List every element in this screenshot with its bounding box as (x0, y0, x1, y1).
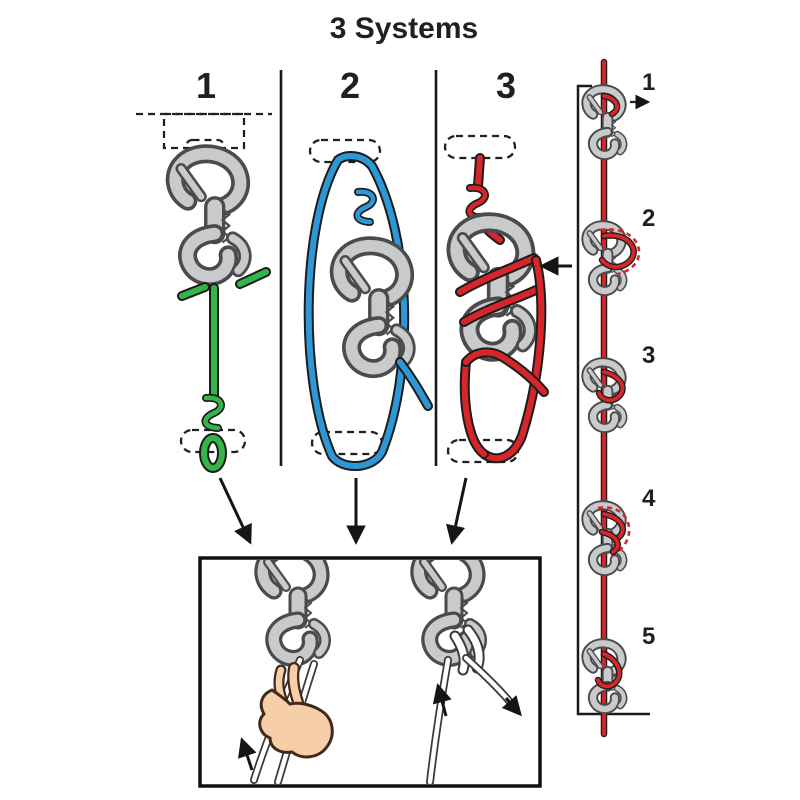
system-2-label: 2 (340, 65, 360, 106)
sequence-step-1: 1 (586, 69, 655, 155)
step-4-label: 4 (642, 485, 656, 512)
ceiling-mount-slot (184, 138, 226, 155)
rope-wrap (457, 255, 537, 295)
rope-core (597, 370, 625, 403)
rope-core (600, 530, 620, 554)
rope-loop (201, 435, 225, 471)
hand (258, 662, 334, 759)
usage-detail-box (198, 556, 542, 788)
step-2-label: 2 (642, 205, 655, 232)
rope-core (602, 94, 619, 116)
sequence-step-3: 3 (586, 342, 655, 428)
system-3-panel (443, 134, 549, 464)
sequence-step-5: 5 (586, 623, 655, 709)
system-3-label: 3 (496, 65, 516, 106)
page-title: 3 Systems (330, 12, 478, 45)
rope-wrap (461, 287, 539, 325)
system-1-rope (177, 267, 271, 473)
rope-core (461, 359, 487, 457)
usage-detail-content (237, 549, 522, 784)
sequence-bracket (576, 84, 650, 716)
stopper-knot (203, 395, 224, 431)
anchor-bar-bottom (179, 428, 247, 454)
detail-scene-release (419, 549, 522, 784)
palm (258, 688, 334, 759)
rope-core (179, 284, 208, 299)
assembly-sequence-panel: 1 2 3 4 (539, 58, 656, 738)
rope-core (596, 652, 622, 689)
rope-loop (305, 153, 408, 470)
step-5-label: 5 (642, 623, 655, 650)
rope-tail (463, 349, 547, 395)
system-3-to-detail-arrow (446, 477, 468, 545)
step-1-label: 1 (642, 69, 655, 96)
ceiling-mount-plate (162, 112, 246, 150)
stopper-knot (355, 189, 376, 225)
thumb (289, 664, 302, 706)
pull-direction-arrow (237, 737, 257, 771)
motion-dashed-rope (599, 228, 641, 276)
system-1-panel (136, 112, 272, 473)
system-3-rope-front (455, 253, 549, 464)
step-3-label: 3 (642, 342, 655, 369)
tail-direction-arrow (501, 695, 522, 717)
sequence-step-2: 2 (586, 205, 655, 291)
system-1-to-detail-arrow (218, 477, 252, 545)
rope-core (481, 257, 545, 462)
rope-core (397, 359, 431, 409)
system-2-panel (303, 138, 433, 472)
rope-core (600, 233, 636, 269)
rope-tightener-device (175, 154, 245, 277)
rope-core (475, 155, 483, 189)
feed-direction-arrow (432, 683, 452, 717)
rope-core (602, 512, 625, 540)
motion-dashed-rope (597, 506, 631, 558)
detail-scene-pull (237, 549, 334, 784)
anchor-bar-top (443, 134, 517, 160)
sequence-step-4: 4 (586, 485, 656, 571)
white-rope (427, 657, 451, 784)
system-2-rope (303, 151, 410, 472)
rope-core (237, 269, 269, 287)
rope-tightener-device (339, 246, 409, 369)
system-1-label: 1 (196, 65, 216, 106)
anchor-bar-top (308, 138, 382, 164)
finger (451, 632, 468, 674)
